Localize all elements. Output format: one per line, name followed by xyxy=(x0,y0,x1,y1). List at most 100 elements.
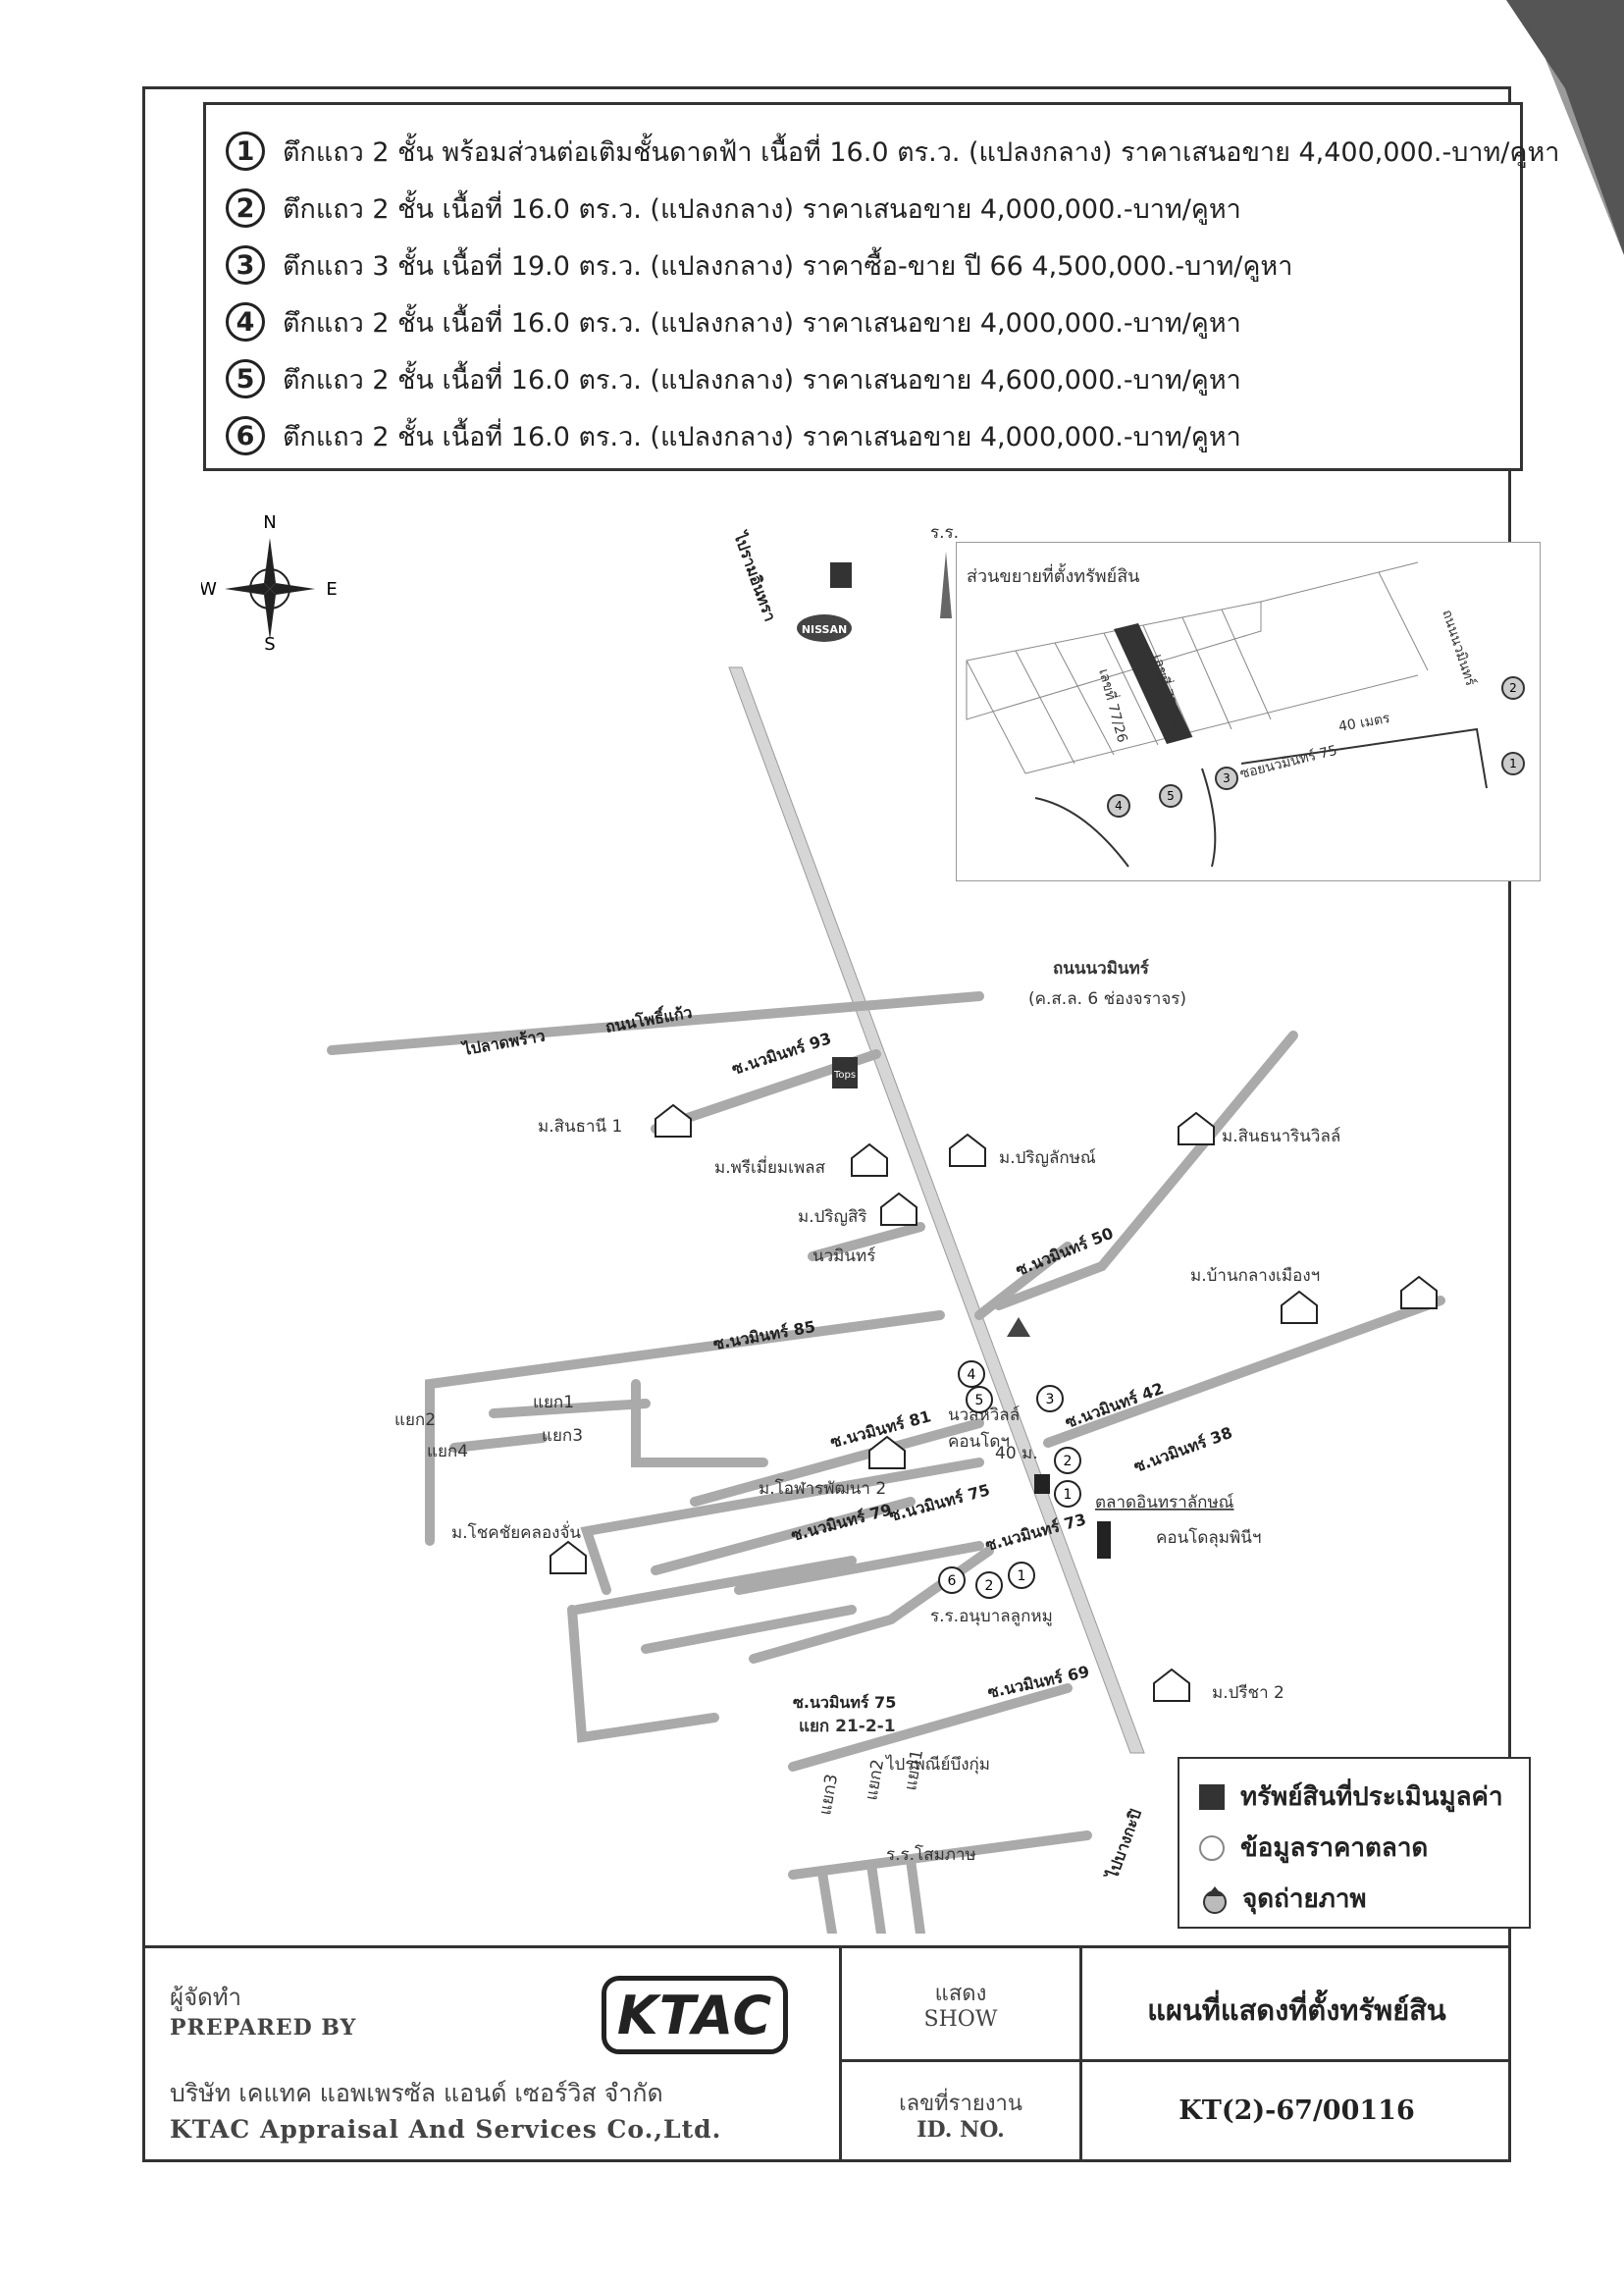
map-key: ทรัพย์สินที่ประเมินมูลค่า ข้อมูลราคาตลาด… xyxy=(1178,1757,1531,1929)
prepared-by-en: PREPARED BY xyxy=(170,2015,357,2041)
label-tops: Tops xyxy=(833,1070,856,1081)
inset-dist: 40 เมตร xyxy=(1337,711,1391,735)
comparable-number: 3 xyxy=(226,245,265,285)
compass-w: W xyxy=(201,579,217,600)
comparable-row: 3 ตึกแถว 3 ชั้น เนื้อที่ 19.0 ตร.ว. (แปล… xyxy=(226,240,1292,290)
label-village-sinthani: ม.สินธานี 1 xyxy=(538,1117,622,1137)
label-to-bueng: ไปรพณีย์บึงกุ่ม xyxy=(884,1754,990,1775)
key-row-photo: จุดถ่ายภาพ xyxy=(1199,1879,1367,1919)
label-to-ramintra: ไปรามอินทรา xyxy=(730,528,780,624)
market-marker-4-label: 4 xyxy=(968,1367,976,1383)
prepared-by-th: ผู้จัดทำ xyxy=(170,1984,242,2011)
label-village-sinthanarin: ม.สินธนารินวิลล์ xyxy=(1222,1127,1340,1146)
inset-marker-3 xyxy=(1215,767,1238,790)
label-soi-38: ซ.นวมินทร์ 38 xyxy=(1131,1423,1234,1476)
label-condo-lumpini: คอนโดลุมพินีฯ xyxy=(1156,1527,1261,1548)
comparable-text: ตึกแถว 2 ชั้น เนื้อที่ 16.0 ตร.ว. (แปลงก… xyxy=(283,307,1241,339)
label-school-soma: ร.ร.โสมภาษ xyxy=(886,1844,976,1865)
comparable-row: 5 ตึกแถว 2 ชั้น เนื้อที่ 16.0 ตร.ว. (แปล… xyxy=(226,354,1241,403)
label-nissan: NISSAN xyxy=(802,623,847,636)
comparable-number: 4 xyxy=(226,302,265,342)
market-marker-4 xyxy=(958,1360,985,1388)
condo-lumpini-icon xyxy=(1097,1521,1111,1559)
comparable-row: 6 ตึกแถว 2 ชั้น เนื้อที่ 16.0 ตร.ว. (แปล… xyxy=(226,411,1241,460)
label-village-parinyalak: ม.ปริญลักษณ์ xyxy=(999,1148,1096,1168)
comparable-number: 5 xyxy=(226,359,265,398)
comparable-row: 4 ตึกแถว 2 ชั้น เนื้อที่ 16.0 ตร.ว. (แปล… xyxy=(226,297,1241,346)
label-village-parinsiri: ม.ปริญสิริ xyxy=(798,1207,867,1227)
comparable-row: 2 ตึกแถว 2 ชั้น เนื้อที่ 16.0 ตร.ว. (แปล… xyxy=(226,184,1241,233)
inset-markers: 2 1 3 5 4 xyxy=(1107,676,1525,818)
label-village-preecha: ม.ปรีชา 2 xyxy=(1212,1683,1284,1703)
market-markers: 1 2 3 4 5 6 2 1 xyxy=(938,1360,1081,1599)
label-soi-79: ซ.นวมินทร์ 79 xyxy=(789,1500,894,1545)
inset-marker-1-label: 1 xyxy=(1509,757,1517,770)
label-soi-75a: ซ.นวมินทร์ 75 xyxy=(887,1480,992,1525)
title-block: ผู้จัดทำ PREPARED BY KTAC บริษัท เคแทค แ… xyxy=(142,1945,1511,2162)
key-photo-label: จุดถ่ายภาพ xyxy=(1242,1884,1367,1914)
inset-marker-5 xyxy=(1159,784,1182,808)
inset-marker-1 xyxy=(1501,752,1525,775)
house-icon xyxy=(655,1103,692,1138)
label-soi-85: ซ.นวมินทร์ 85 xyxy=(711,1317,816,1353)
company-name-en: KTAC Appraisal And Services Co.,Ltd. xyxy=(170,2115,722,2144)
house-icon xyxy=(880,1192,917,1226)
inset-road: ถนนนวมินทร์ xyxy=(1439,608,1479,688)
label-village-chokchai: ม.โชคชัยคลองจั่น xyxy=(451,1520,581,1543)
inset-marker-4 xyxy=(1107,794,1130,818)
market-marker-2b-label: 2 xyxy=(985,1578,994,1594)
label-condo-nawasri2: คอนโดฯ xyxy=(948,1431,1010,1452)
label-soi-75-sub: แยก 21-2-1 xyxy=(799,1717,896,1736)
label-road-phokaeo: ถนนโพธิ์แก้ว xyxy=(603,1001,694,1036)
comparable-text: ตึกแถว 2 ชั้น เนื้อที่ 16.0 ตร.ว. (แปลงก… xyxy=(283,421,1241,452)
soi-roads xyxy=(327,991,1445,1934)
label-yaek3b: แยก3 xyxy=(815,1773,842,1817)
label-village-premium: ม.พรีเมี่ยมเพลส xyxy=(714,1155,826,1178)
label-village-ohatai: ม.โอฬารพัฒนา 2 xyxy=(759,1478,886,1499)
label-road-main-sub: (ค.ส.ล. 6 ช่องจราจร) xyxy=(1028,989,1186,1009)
label-yaek2: แยก2 xyxy=(394,1410,436,1430)
market-marker-5 xyxy=(966,1386,993,1413)
show-label-th: แสดง xyxy=(934,1982,987,2006)
key-row-subject: ทรัพย์สินที่ประเมินมูลค่า xyxy=(1199,1777,1503,1817)
house-icon xyxy=(851,1142,888,1177)
market-marker-1 xyxy=(1054,1480,1081,1508)
compass-e: E xyxy=(326,579,337,600)
label-road-main: ถนนนวมินทร์ xyxy=(1053,958,1150,979)
compass-rose-icon: N S E W xyxy=(201,512,338,653)
show-label-en: SHOW xyxy=(923,2007,998,2032)
page-frame xyxy=(142,86,1511,2162)
inset-subject-lot xyxy=(1114,623,1192,744)
inset-marker-2-label: 2 xyxy=(1509,681,1517,695)
market-marker-6-label: 6 xyxy=(948,1573,957,1589)
comparables-legend: 1 ตึกแถว 2 ชั้น พร้อมส่วนต่อเติมชั้นดาดฟ… xyxy=(203,102,1559,471)
house-icon xyxy=(1281,1290,1318,1324)
market-marker-5-label: 5 xyxy=(975,1393,984,1408)
label-market: ตลาดอินทราลักษณ์ xyxy=(1095,1493,1234,1512)
id-label-th: เลขที่รายงาน xyxy=(899,2092,1022,2116)
comparable-number: 1 xyxy=(226,132,265,171)
comparable-text: ตึกแถว 2 ชั้น เนื้อที่ 16.0 ตร.ว. (แปลงก… xyxy=(283,364,1241,396)
market-marker-6 xyxy=(938,1566,966,1594)
house-icon xyxy=(1178,1111,1215,1145)
comparable-text: ตึกแถว 3 ชั้น เนื้อที่ 19.0 ตร.ว. (แปลงก… xyxy=(283,250,1293,282)
comparable-number: 2 xyxy=(226,188,265,228)
key-row-market: ข้อมูลราคาตลาด xyxy=(1199,1828,1428,1868)
label-soi-73: ซ.นวมินทร์ 73 xyxy=(983,1510,1088,1555)
market-marker-1b-label: 1 xyxy=(1018,1568,1026,1584)
label-school-top: ร.ร. xyxy=(930,523,959,543)
inset-marker-3-label: 3 xyxy=(1223,771,1231,785)
inset-lot-a: เลขที่ 77/26 xyxy=(1095,666,1131,744)
label-soi-75: ซ.นวมินทร์ 75 xyxy=(793,1693,896,1712)
report-id: KT(2)-67/00116 xyxy=(1179,2095,1415,2126)
photo-point-icon xyxy=(1203,1885,1227,1914)
label-school-anuban: ร.ร.อนุบาลลูกหมู xyxy=(930,1607,1053,1626)
label-dist-40: 40 ม. xyxy=(995,1444,1038,1463)
label-yaek2b: แยก2 xyxy=(862,1758,888,1802)
ktac-logo: KTAC xyxy=(602,1976,788,2054)
subject-property-marker xyxy=(1034,1474,1050,1494)
market-marker-1b xyxy=(1008,1562,1035,1589)
label-village-parinsiri2: นวมินทร์ xyxy=(812,1247,875,1266)
inset-map: ส่วนขยายที่ตั้งทรัพย์สิน เลขที่ 77/26 เล… xyxy=(956,542,1541,881)
nissan-logo-icon xyxy=(797,614,852,642)
